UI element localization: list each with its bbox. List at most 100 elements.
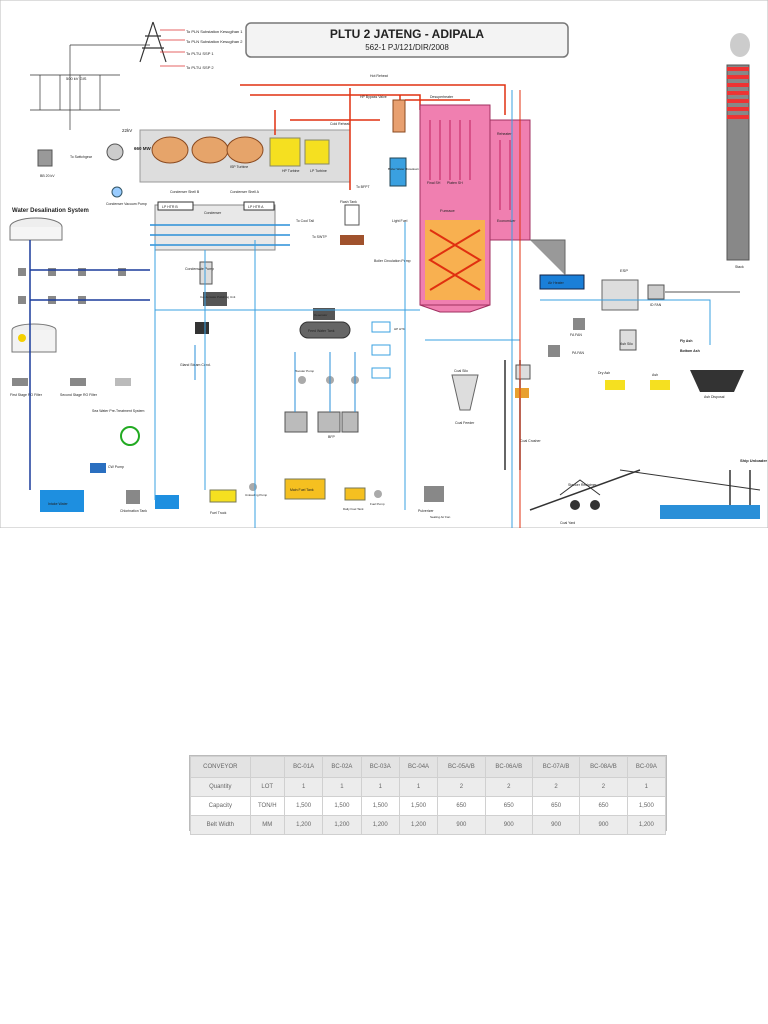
table-cell: 2	[437, 777, 486, 797]
table-cell: Quantity	[190, 777, 251, 797]
label-condensate-pump: Condensate Pump	[185, 267, 214, 271]
label-hot-reheat: Hot Reheat	[370, 74, 388, 78]
table-cell: 650	[484, 796, 533, 816]
label-id-fan: ID FAN	[650, 303, 662, 307]
label-stack: Stack	[735, 265, 744, 269]
label-dc-mw: 660 MW	[134, 146, 152, 151]
label-hp-bypass: HP Bypass Valve	[360, 95, 387, 99]
table-cell: 1	[360, 777, 400, 797]
label-lp-htr-a: LP HTR A	[248, 205, 264, 209]
table-cell: 1	[398, 777, 439, 797]
label-ship-unloader: Ship Unloader	[740, 458, 768, 463]
table-cell: LOT	[249, 777, 285, 797]
table-header: BC-06A/B	[484, 756, 533, 778]
table-cell: 1	[283, 777, 324, 797]
label-sea-water-pre: Sea Water Pre-Treatment System	[92, 409, 145, 413]
label-boiler-circ-pump: Boiler Circulation Pump	[374, 259, 411, 263]
table-cell: 900	[531, 815, 581, 835]
table-cell: 1,500	[283, 796, 324, 816]
turbine-hall: 660 MW HP Turbine ISP Turbine LP Turbine…	[106, 129, 351, 206]
label-esp: ESP	[620, 268, 628, 273]
label-substation-2: To PLN Substation Kesugihan 2	[186, 39, 243, 44]
label-fly-ash: Fly Ash	[680, 339, 693, 343]
table-cell: Belt Width	[190, 815, 251, 835]
ash-disposal: Ash Disposal Fly Ash Bottom Ash	[680, 339, 744, 399]
label-seal-air-fan: Sealing Air Fan	[430, 515, 451, 519]
label-cw-pump: CW Pump	[108, 465, 124, 469]
label-condenser: Condenser	[204, 211, 222, 215]
label-unloading-pump: Unloading Pump	[245, 493, 268, 497]
table-cell: 1,200	[398, 815, 439, 835]
label-hp-htr: HP HTR	[394, 327, 406, 331]
label-booster-pump: Booster Pump	[295, 369, 314, 373]
table-cell: 1,200	[626, 815, 667, 835]
water-lines	[154, 90, 711, 528]
table-cell: Capacity	[190, 796, 251, 816]
label-ash-silo: Ash Silo	[620, 342, 633, 346]
label-coal-feeder: Coal Feeder	[455, 421, 475, 425]
label-lp-htr-b: LP HTR B	[162, 205, 178, 209]
label-coal-crusher: Coal Crusher	[520, 439, 541, 443]
stack-stripes	[727, 67, 749, 119]
label-chlorination: Chlorination Tank	[120, 509, 147, 513]
table-cell: 1,500	[398, 796, 439, 816]
table-cell: 650	[579, 796, 628, 816]
label-deaerator: Deaerator	[314, 313, 327, 317]
label-ssp2: To PLTU SSP 2	[186, 65, 214, 70]
diagram-subtitle: 562-1 PJ/121/DIR/2008	[365, 43, 449, 52]
conveyor-spec-table-container: CONVEYOR BC-01A BC-02A BC-03A BC-04A BC-…	[189, 755, 667, 835]
label-dry-ash: Dry Ash	[598, 371, 610, 375]
label-bottom-ash: Bottom Ash	[680, 349, 700, 353]
table-cell: 2	[579, 777, 628, 797]
label-condenser-shell-b: Condenser Shell B	[170, 190, 200, 194]
label-fuel-pump: Fuel Pump	[370, 502, 385, 506]
table-cell: 1,200	[360, 815, 400, 835]
label-coal-silo: Coal Silo	[454, 369, 468, 373]
table-header: BC-03A	[360, 756, 400, 778]
table-cell: 2	[484, 777, 533, 797]
label-bb-kv: BB 20 kV	[40, 174, 55, 178]
label-flash-tank: Flash Tank	[340, 200, 357, 204]
drum-area: Boiler Water Blowdown Flash Tank Light F…	[340, 99, 419, 263]
label-main-fuel-tank: Main Fuel Tank	[290, 488, 314, 492]
label-to-swtp: To SWTP	[312, 235, 327, 239]
label-ssp1: To PLTU SSP 1	[186, 51, 214, 56]
label-fa-fan: FA FAN	[570, 333, 582, 337]
water-desalination-area: Water Desalination System First Stage RO…	[9, 208, 179, 513]
table-header: BC-05A/B	[437, 756, 486, 778]
feedwater-area: Deaerator Feed Water Tank Booster Pump B…	[284, 308, 406, 439]
label-water-desalination: Water Desalination System	[12, 208, 89, 214]
table-header: BC-09A	[626, 756, 667, 778]
table-cell: 1,200	[322, 815, 362, 835]
table-row: Belt Width MM 1,200 1,200 1,200 1,200 90…	[190, 815, 667, 835]
label-intake: Intake Water	[48, 502, 69, 506]
label-furnace: Furnace	[440, 208, 455, 213]
label-platen-sh: Platen SH	[447, 181, 463, 185]
label-economizer: Economizer	[497, 219, 516, 223]
table-header: BC-04A	[398, 756, 439, 778]
label-daily-fuel-tank: Daily Fuel Tank	[343, 507, 364, 511]
table-header: BC-08A/B	[579, 756, 628, 778]
table-cell: 1,500	[626, 796, 667, 816]
table-cell: 900	[437, 815, 486, 835]
label-to-cool-tail: To Cool Tail	[296, 219, 314, 223]
label-cold-reheat: Cold Reheat	[330, 122, 349, 126]
label-coal-yard: Coal Yard	[560, 521, 575, 525]
table-cell: 1	[322, 777, 362, 797]
label-light-fuel: Light Fuel	[392, 219, 408, 223]
label-reheater: Reheater	[497, 132, 512, 136]
table-cell: 2	[531, 777, 581, 797]
label-lp-turbine: LP Turbine	[310, 169, 327, 173]
label-pa-fan: PA FAN	[572, 351, 584, 355]
label-final-sh: Final SH	[427, 181, 441, 185]
label-substation-1: To PLN Substation Kesugihan 1	[186, 29, 243, 34]
label-gypsum: Ash	[652, 373, 658, 377]
label-condensate-polishing: Condensate Polishing Unit	[200, 295, 236, 299]
label-kv22: 22kV	[122, 128, 132, 133]
power-plant-process-diagram: PLTU 2 JATENG - ADIPALA 562-1 PJ/121/DIR…	[0, 0, 768, 528]
label-condenser-shell-a: Condenser Shell A	[230, 190, 260, 194]
label-ip-turbine: ISP Turbine	[230, 165, 248, 169]
label-second-stage-ro: Second Stage RO Filter	[60, 393, 98, 397]
esp-stack-area: ESP ID FAN Stack FA FAN PA FAN Ash Silo …	[548, 33, 750, 390]
table-header: CONVEYOR	[190, 756, 251, 778]
